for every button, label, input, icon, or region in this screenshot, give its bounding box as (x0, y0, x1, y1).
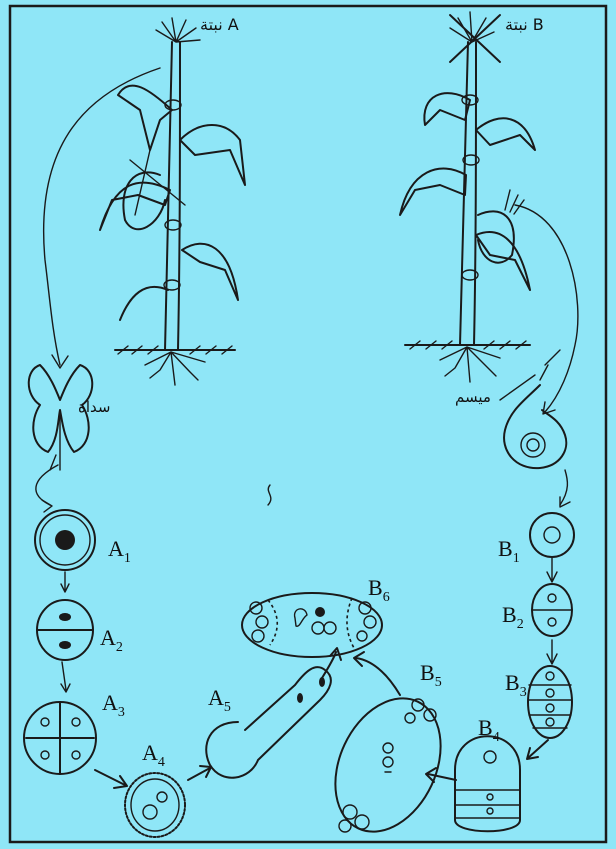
stamen-drawing (29, 365, 93, 470)
stage-a1-label: A1 (108, 536, 131, 566)
stage-a2-cell (37, 600, 93, 660)
plant-b-label: نبتة B (505, 15, 544, 34)
stage-b5-label: B5 (420, 660, 442, 690)
plant-a-label: نبتة A (200, 15, 239, 34)
style-label: ميسم (455, 388, 491, 406)
stage-b2-label: B2 (502, 602, 524, 632)
stage-a3-cell (24, 702, 96, 774)
ovary-drawing (504, 350, 570, 507)
stage-a4-pollen (125, 773, 185, 837)
stage-b4-label: B4 (478, 715, 500, 745)
diagram-frame (10, 6, 606, 842)
stage-a1-cell (35, 510, 95, 570)
stage-b3-cell (528, 666, 572, 738)
stage-b1-label: B1 (498, 536, 520, 566)
stage-b4-cell (455, 736, 520, 831)
stage-b3-label: B3 (505, 670, 527, 700)
stage-a2-label: A2 (100, 625, 123, 655)
stamen-label: سداة (78, 398, 110, 416)
stray-mark (268, 485, 271, 505)
arrow-a-to-stamen (44, 68, 160, 365)
arrow-b-to-ovary (515, 205, 578, 412)
stage-a5-label: A5 (208, 685, 231, 715)
stage-b6-label: B6 (368, 575, 390, 605)
stage-a3-label: A3 (102, 690, 125, 720)
stage-b1-cell (530, 513, 574, 557)
plant-a (100, 18, 245, 385)
stage-b2-cell (532, 584, 572, 636)
stage-a5-pollen-tube (206, 667, 331, 778)
stage-b5-embryo-sac (315, 681, 461, 848)
stage-a4-label: A4 (142, 740, 165, 770)
plant-b (400, 12, 535, 382)
stage-b6-embryo-sac (242, 593, 382, 657)
